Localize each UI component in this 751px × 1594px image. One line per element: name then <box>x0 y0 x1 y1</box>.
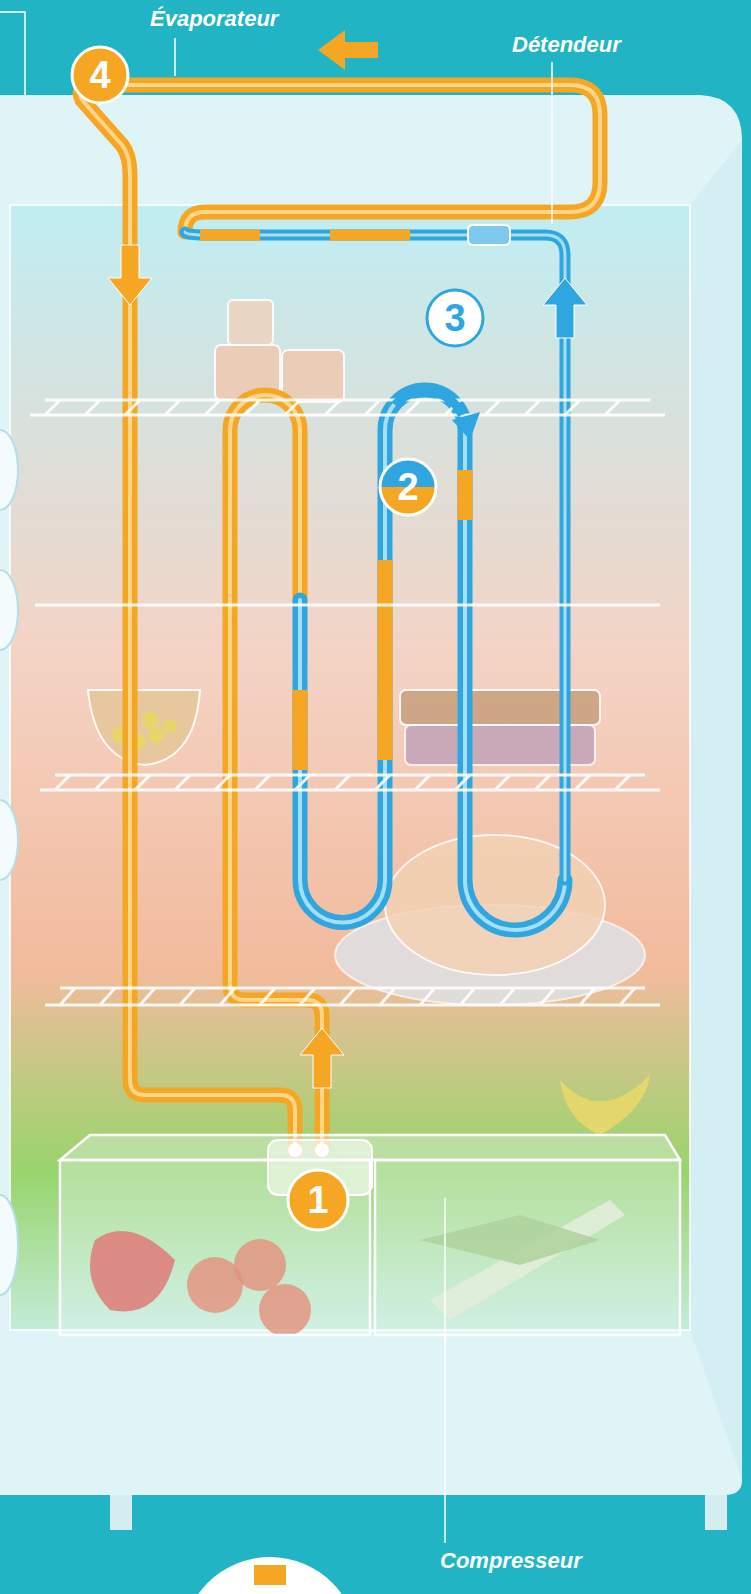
fridge-side <box>690 140 742 1480</box>
fridge-leg <box>705 1495 727 1530</box>
flow-arrow <box>318 30 378 70</box>
expansion-valve <box>468 225 510 245</box>
part-label: Détendeur <box>512 32 621 58</box>
door-bins <box>0 430 18 1295</box>
part-label: Évaporateur <box>150 6 278 32</box>
flow-arrow <box>543 278 587 338</box>
fridge-body <box>0 95 742 1495</box>
callout-number: 2 <box>378 457 438 517</box>
shelves <box>30 400 665 1005</box>
flow-arrow <box>108 245 152 305</box>
compressor-port <box>288 1143 302 1157</box>
leader-line <box>444 1198 446 1543</box>
compressor-port <box>315 1143 329 1157</box>
callout-circle <box>288 1170 348 1230</box>
crisper-drawers <box>60 1135 680 1335</box>
leader-line <box>551 62 553 224</box>
refrigerant-pipe <box>80 85 600 1150</box>
badge-circle <box>182 1557 358 1594</box>
flow-arrow <box>395 391 462 415</box>
flow-arrow <box>300 1028 344 1088</box>
flow-arrow-head <box>452 412 480 440</box>
callout-number: 1 <box>288 1170 348 1230</box>
part-label: Compresseur <box>440 1548 582 1574</box>
callout-number: 4 <box>70 45 130 105</box>
fridge-leg <box>110 1495 132 1530</box>
leader-line <box>174 38 176 76</box>
callout-number: 3 <box>425 288 485 348</box>
badge-mark <box>254 1565 286 1585</box>
